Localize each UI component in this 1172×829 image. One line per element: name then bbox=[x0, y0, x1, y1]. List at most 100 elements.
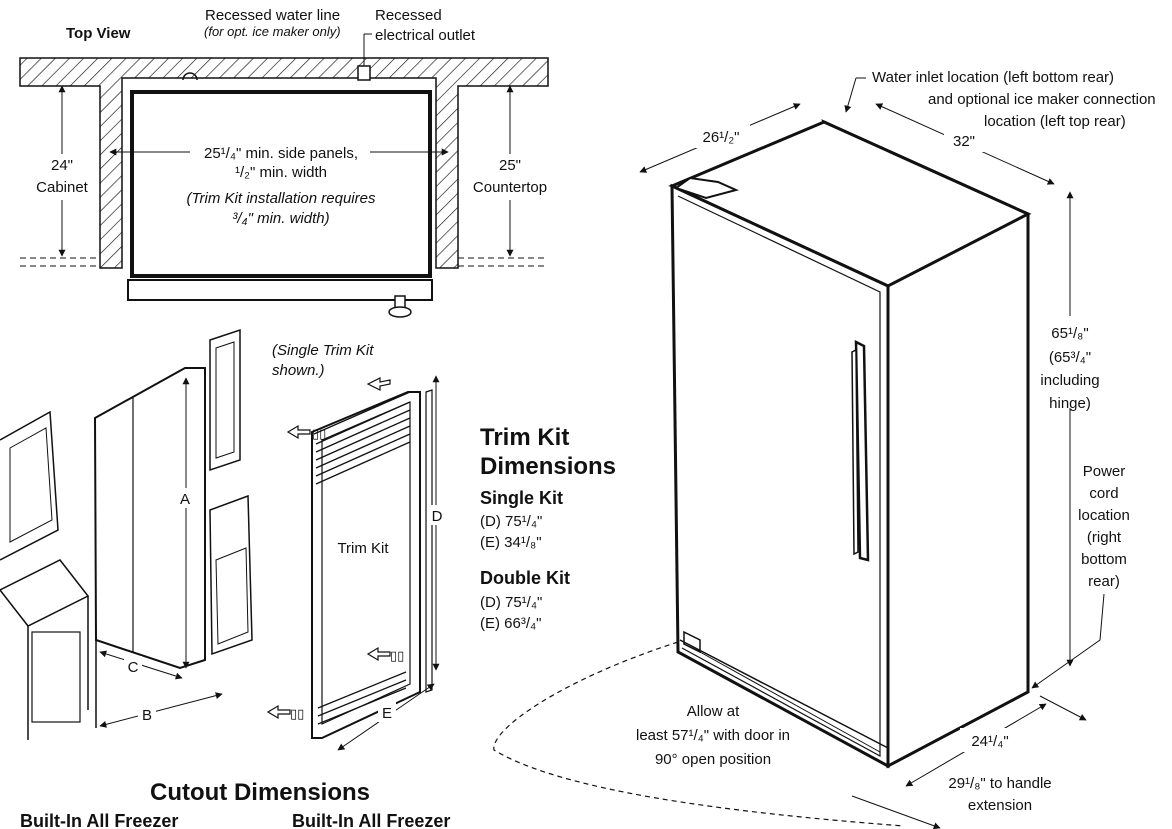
airflow-arrow-icon bbox=[366, 377, 391, 391]
dim-c-bg bbox=[124, 656, 142, 676]
depth-bg bbox=[944, 128, 984, 152]
allow-3: 90° open position bbox=[655, 751, 771, 768]
body-depth-bg bbox=[960, 728, 1018, 752]
power-2: cord bbox=[1089, 485, 1118, 502]
body-depth-value: 24¹/₄" bbox=[971, 733, 1008, 750]
cutout-side-panel bbox=[93, 367, 206, 670]
dim-d-label: D bbox=[432, 508, 443, 525]
handle-depth-1: 29¹/₈" to handle bbox=[948, 775, 1051, 792]
upper-cabinet-door bbox=[215, 341, 235, 459]
single-trim-note-2: shown.) bbox=[272, 362, 325, 379]
water-inlet-3: location (left top rear) bbox=[984, 113, 1126, 130]
outlet-label-1: Recessed bbox=[375, 7, 442, 24]
outlet-symbol bbox=[357, 65, 371, 81]
single-kit-head: Single Kit bbox=[480, 488, 563, 508]
depth-value: 32" bbox=[953, 133, 975, 150]
handle-depth-2: extension bbox=[968, 797, 1032, 814]
dim-b-line bbox=[99, 692, 223, 728]
single-kit-e: (E) 34¹/₈" bbox=[480, 534, 542, 551]
allow-1: Allow at bbox=[687, 703, 740, 720]
freezer-door-inner bbox=[677, 195, 881, 758]
height-2: (65³/₄" bbox=[1049, 349, 1091, 366]
freezer-iso-section: 26¹/₂" 32" Water inlet location (left bo… bbox=[493, 69, 1156, 829]
dim-e-label: E bbox=[382, 705, 392, 722]
power-1: Power bbox=[1083, 463, 1126, 480]
allow-2: least 57¹/₄" with door in bbox=[636, 727, 790, 744]
double-kit-d: (D) 75¹/₄" bbox=[480, 594, 542, 611]
width-value: 26¹/₂" bbox=[703, 129, 740, 146]
airflow-arrow-icon: ▯▯ bbox=[286, 424, 326, 441]
counter-base bbox=[27, 596, 89, 740]
lower-cabinet-door bbox=[31, 631, 81, 723]
trim-note-1: (Trim Kit installation requires bbox=[187, 190, 376, 207]
height-bg bbox=[1032, 316, 1112, 408]
trim-kit-top-grille bbox=[313, 391, 411, 485]
height-3: including bbox=[1040, 372, 1099, 389]
svg-text:▯▯: ▯▯ bbox=[390, 648, 404, 663]
water-inlet-leader bbox=[844, 77, 857, 113]
width-bg bbox=[692, 124, 750, 148]
door-swing-arc bbox=[493, 641, 905, 827]
airflow-arrow-icon: ▯▯ bbox=[366, 646, 404, 663]
door-handle-bar bbox=[851, 348, 859, 556]
countertop-label-bg bbox=[466, 154, 552, 200]
power-6: rear) bbox=[1088, 573, 1120, 590]
dim-b-label: B bbox=[142, 707, 152, 724]
top-view-title: Top View bbox=[66, 25, 131, 42]
height-1: 65¹/₈" bbox=[1051, 325, 1088, 342]
right-lower-cabinet bbox=[209, 494, 253, 656]
handle-depth-line-b bbox=[1039, 695, 1087, 721]
side-panels-text-1: 25¹/₄" min. side panels, bbox=[204, 145, 358, 162]
dim-d-bg bbox=[428, 505, 446, 525]
base-grille-line bbox=[699, 651, 881, 753]
cutout-col2-head: Built-In All Freezer bbox=[292, 811, 450, 829]
dim-b-bg bbox=[138, 704, 156, 724]
top-view-section: Top View Recessed water line (for opt. i… bbox=[19, 7, 552, 318]
power-4: (right bbox=[1087, 529, 1122, 546]
freezer-door-top bbox=[127, 279, 433, 301]
dim-a-bg bbox=[176, 488, 194, 508]
dim-c-label: C bbox=[128, 659, 139, 676]
hinge-icon bbox=[673, 176, 739, 200]
svg-text:▯▯: ▯▯ bbox=[312, 426, 326, 441]
countertop-value: 25" bbox=[499, 157, 521, 174]
cabinet-label: Cabinet bbox=[36, 179, 89, 196]
double-kit-e: (E) 66³/₄" bbox=[480, 615, 541, 632]
freezer-door bbox=[670, 183, 890, 769]
height-4: hinge) bbox=[1049, 395, 1091, 412]
handle-knob bbox=[388, 306, 412, 318]
cabinet-value: 24" bbox=[51, 157, 73, 174]
door-handle bbox=[854, 339, 870, 562]
water-line-note: (for opt. ice maker only) bbox=[204, 24, 341, 39]
water-inlet-1: Water inlet location (left bottom rear) bbox=[872, 69, 1114, 86]
power-leader bbox=[1031, 593, 1105, 689]
water-line-label: Recessed water line bbox=[205, 7, 340, 24]
trim-kit-label: Trim Kit bbox=[337, 540, 389, 557]
power-3: location bbox=[1078, 507, 1130, 524]
cutout-title: Cutout Dimensions bbox=[150, 779, 370, 806]
power-5: bottom bbox=[1081, 551, 1127, 568]
single-kit-d: (D) 75¹/₄" bbox=[480, 513, 542, 530]
single-trim-note-1: (Single Trim Kit bbox=[272, 342, 374, 359]
handle-depth-line-a bbox=[851, 795, 941, 829]
side-panels-text-2: ¹/₂" min. width bbox=[235, 164, 327, 181]
right-lower-cabinet-door bbox=[215, 547, 249, 645]
cutout-section: A C B ▯▯ bbox=[0, 328, 450, 829]
handle-post bbox=[394, 295, 406, 309]
microwave-outline bbox=[0, 410, 59, 561]
cabinet-label-bg bbox=[30, 154, 90, 200]
wall-hatch bbox=[19, 57, 549, 269]
trim-dims-title-1: Trim Kit bbox=[480, 424, 569, 451]
trim-kit-dimensions: Trim Kit Dimensions Single Kit (D) 75¹/₄… bbox=[480, 424, 616, 632]
dim-a-label: A bbox=[180, 491, 190, 508]
trim-dims-title-2: Dimensions bbox=[480, 453, 616, 480]
cutout-col1-head: Built-In All Freezer bbox=[20, 811, 178, 829]
water-inlet-2: and optional ice maker connection bbox=[928, 91, 1156, 108]
dim-e-bg bbox=[378, 702, 396, 722]
double-kit-head: Double Kit bbox=[480, 568, 570, 588]
trim-note-2: ³/₄" min. width) bbox=[232, 210, 329, 227]
microwave-window bbox=[9, 427, 53, 543]
countertop-label: Countertop bbox=[473, 179, 547, 196]
freezer-top-view-box bbox=[130, 90, 432, 278]
airflow-arrow-icon: ▯▯ bbox=[266, 704, 304, 721]
